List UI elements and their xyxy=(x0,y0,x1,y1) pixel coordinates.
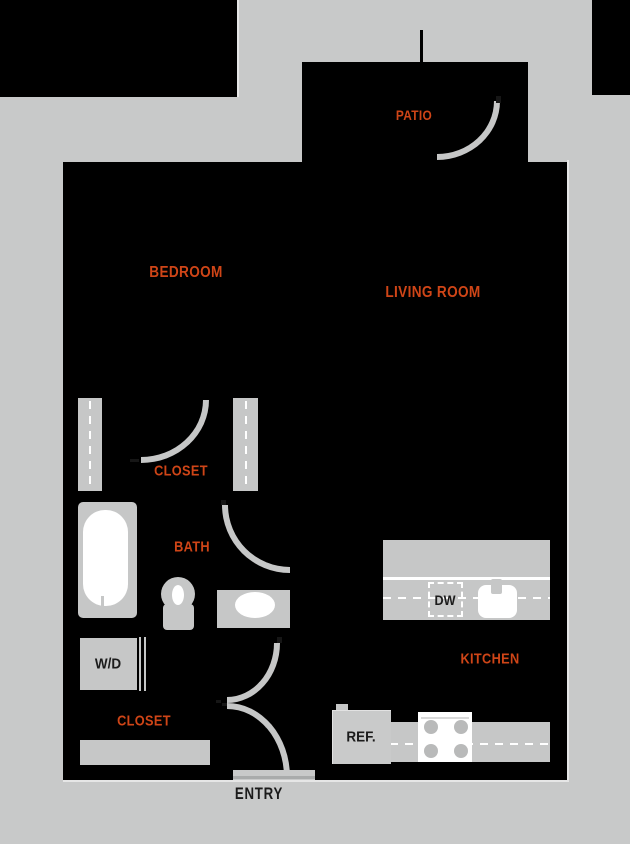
neighbor-unit-mass-right xyxy=(592,0,630,95)
closet-label: CLOSET xyxy=(154,462,208,480)
toilet-base xyxy=(163,604,194,630)
neighbor-wall-fragment xyxy=(420,30,423,63)
bath-label: BATH xyxy=(174,538,210,556)
bathtub-basin xyxy=(83,510,128,606)
bath-door-tick xyxy=(221,500,226,505)
patio-door-tick xyxy=(496,96,501,103)
bedroom-label: BEDROOM xyxy=(149,264,223,281)
entry-label: ENTRY xyxy=(234,784,284,803)
kitchen-label: KITCHEN xyxy=(460,650,520,668)
kitchen-island-dashline xyxy=(383,597,550,599)
kitchen-sink-faucet xyxy=(491,579,502,594)
bathtub-drain xyxy=(101,596,104,607)
unit-body xyxy=(63,162,567,780)
closet-panel-dashline xyxy=(244,401,247,488)
stove-control-line xyxy=(421,717,469,719)
dishwasher-label: DW xyxy=(434,592,456,608)
patio-label: PATIO xyxy=(395,107,433,123)
entry-closet-label: CLOSET xyxy=(117,712,171,730)
kitchen-island-edge-line xyxy=(383,577,550,580)
divider-hairline xyxy=(237,0,239,97)
toilet-seat xyxy=(172,585,184,605)
refrigerator-handle xyxy=(336,704,348,711)
dishwasher xyxy=(428,582,463,617)
kitchen-island-counter xyxy=(383,540,550,620)
stove-burner xyxy=(454,720,468,734)
entry-closet-shelf xyxy=(80,740,210,765)
laundry-wall-line-2 xyxy=(144,637,146,691)
vanity-sink-basin xyxy=(235,592,275,618)
closet-panel-right xyxy=(233,398,258,491)
vanity-faucet xyxy=(251,618,258,628)
neighbor-unit-mass-left xyxy=(0,0,237,97)
living-room-label: LIVING ROOM xyxy=(385,284,481,301)
stove-burner xyxy=(424,744,438,758)
entry-threshold-line xyxy=(233,776,315,779)
stove-burner xyxy=(424,720,438,734)
entry-door-tick-left-1 xyxy=(216,700,221,703)
unit-right-hairline xyxy=(567,160,569,782)
refrigerator xyxy=(332,710,391,764)
entry-threshold xyxy=(233,770,315,780)
entry-door-tick-top xyxy=(277,637,282,643)
refrigerator-label: REF. xyxy=(346,728,376,746)
washer-dryer-label: W/D xyxy=(94,655,122,673)
washer-dryer xyxy=(80,638,137,690)
entry-door-tick-left-2 xyxy=(222,703,227,706)
closet-panel-left xyxy=(78,398,102,491)
unit-bottom-hairline xyxy=(63,780,569,782)
stove-burner xyxy=(454,744,468,758)
closet-panel-dashline xyxy=(89,401,91,488)
laundry-wall-line-1 xyxy=(139,637,141,691)
closet-door-tick xyxy=(130,459,139,462)
